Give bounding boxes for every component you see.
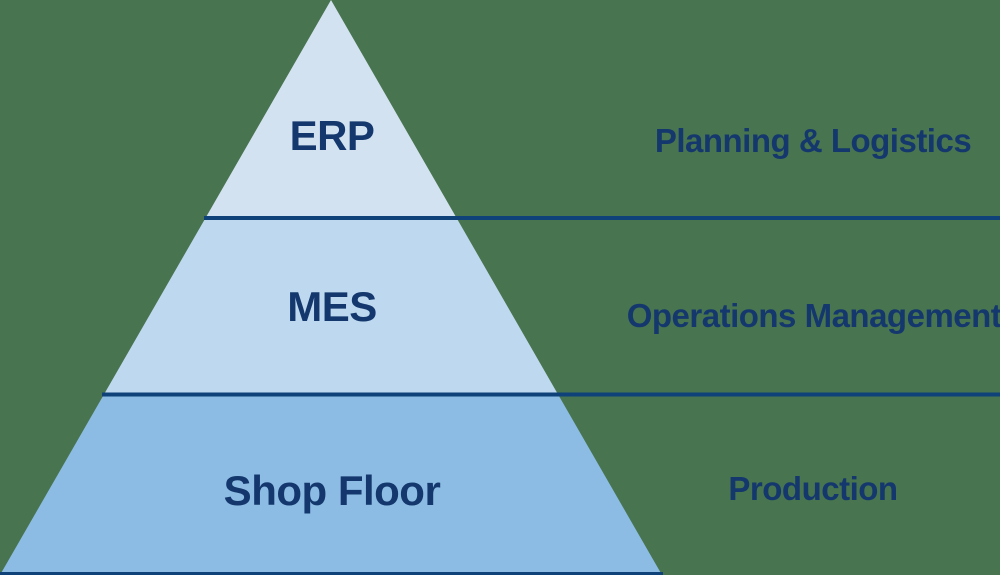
pyramid-level-erp-shape (205, 0, 457, 218)
pyramid-level-shop-floor-shape (0, 394, 662, 575)
level-label-mes: MES (287, 283, 377, 330)
level-label-erp: ERP (289, 112, 375, 159)
pyramid-level-mes-shape (103, 218, 559, 395)
side-label-production: Production (728, 470, 898, 507)
side-label-operations-management: Operations Management (626, 297, 1000, 334)
side-label-planning-logistics: Planning & Logistics (654, 122, 972, 159)
level-label-shop-floor: Shop Floor (223, 467, 441, 514)
